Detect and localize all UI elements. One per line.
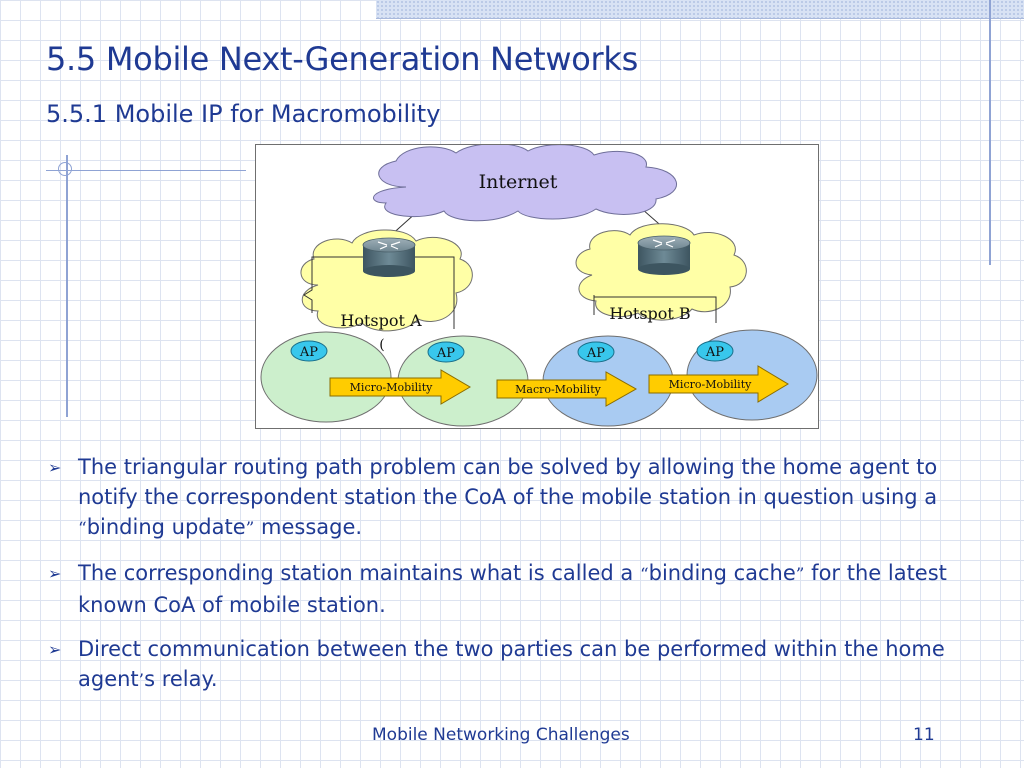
left-decor-ring-icon [58,162,72,176]
left-decor-horizontal-line [46,170,246,171]
bullet-1-text-end: message. [254,515,363,539]
bullet-2-open-quote: “ [639,565,649,585]
hotspot-a-bracket [303,256,455,329]
bullet-2-text-end: for the latest known CoA of mobile stati… [78,561,947,617]
macro-mobility-arrow: Macro-Mobility [496,371,638,407]
bullet-1-text-start: The triangular routing path problem can … [78,455,938,509]
bullet-3-text-end: s relay. [144,667,218,691]
slide-title: 5.5 Mobile Next-Generation Networks [46,40,638,78]
bullet-list: ➢ The triangular routing path problem ca… [46,452,976,710]
left-decor-vertical-line [66,155,68,417]
cell-a1 [260,331,392,423]
micro-mobility-arrow-b: Micro-Mobility [648,365,789,403]
access-point-4: AP [696,340,734,362]
bullet-3-text-start: Direct communication between the two par… [78,637,945,691]
access-point-3-label: AP [586,346,605,361]
bullet-1-term: binding update [86,515,246,539]
internet-label: Internet [479,171,558,193]
hotspot-a-cloud: Hotspot A ( [300,229,473,353]
top-decor-band [376,0,1024,18]
macro-mobility-label: Macro-Mobility [515,383,601,396]
router-a-icon [362,237,416,277]
bullet-2-text-start: The corresponding station maintains what… [78,561,640,585]
micro-mobility-label-a: Micro-Mobility [350,381,433,394]
micro-mobility-label-b: Micro-Mobility [669,378,752,391]
arrowhead-bullet-icon: ➢ [48,458,62,477]
bullet-item-3: ➢ Direct communication between the two p… [46,634,976,696]
slide-subtitle: 5.5.1 Mobile IP for Macromobility [46,100,441,128]
network-diagram: Internet Hotspot A ( Hotspot B [255,144,819,429]
bullet-1-close-quote: ” [245,519,255,539]
bullet-1-open-quote: “ [78,519,87,539]
page-number: 11 [913,725,935,745]
bullet-2-term: binding cache [648,561,796,585]
top-decor-line [376,18,1024,19]
right-decor-line [989,0,991,265]
network-diagram-svg: Internet Hotspot A ( Hotspot B [260,145,818,427]
bullet-2-close-quote: ” [795,565,805,585]
access-point-3: AP [577,341,615,363]
hotspot-a-stray-paren: ( [379,337,384,353]
access-point-2: AP [427,341,465,363]
micro-mobility-arrow-a: Micro-Mobility [329,369,471,405]
router-b-icon [637,235,691,275]
bullet-3-apostrophe: ’ [138,671,145,691]
access-point-4-label: AP [705,345,724,360]
arrowhead-bullet-icon: ➢ [48,640,62,659]
access-point-2-label: AP [436,346,455,361]
bullet-item-1: ➢ The triangular routing path problem ca… [46,452,976,544]
internet-cloud: Internet [373,145,677,222]
arrowhead-bullet-icon: ➢ [48,564,62,583]
bullet-item-2: ➢ The corresponding station maintains wh… [46,558,976,620]
hotspot-b-label: Hotspot B [609,304,690,323]
footer-text: Mobile Networking Challenges [372,725,630,745]
hotspot-a-label: Hotspot A [340,311,422,330]
hotspot-b-bracket [593,296,717,323]
access-point-1-label: AP [299,345,318,360]
access-point-1: AP [290,340,328,362]
